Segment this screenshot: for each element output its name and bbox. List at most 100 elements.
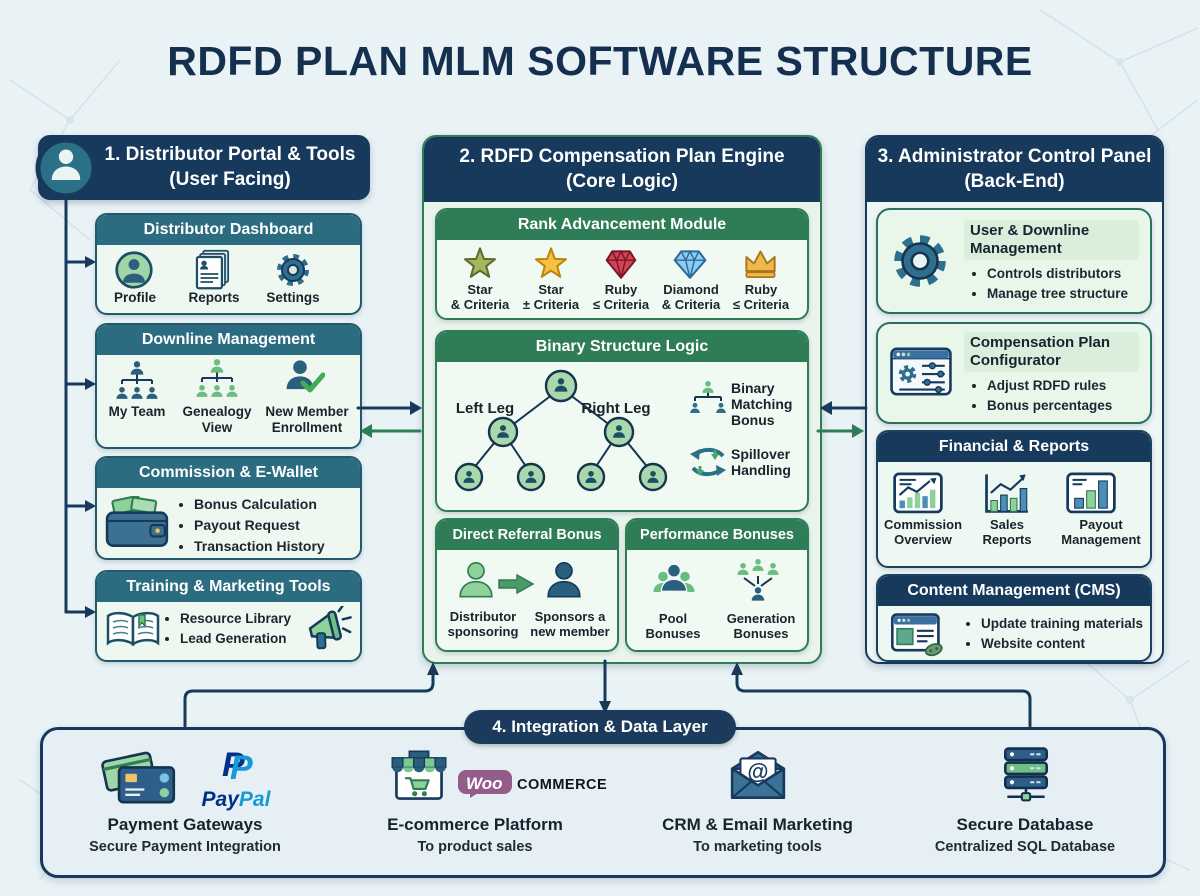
pool-bonuses-label: Pool Bonuses	[645, 611, 701, 641]
configurator-window-icon	[890, 346, 952, 398]
spillover-handling-icon	[689, 446, 727, 478]
sponsor-person-icon	[453, 558, 497, 604]
email-envelope-icon: @	[728, 746, 788, 806]
user-mgmt-bullet-list: Controls distributors Manage tree struct…	[970, 264, 1128, 303]
panel3-header-line1: 3. Administrator Control Panel	[877, 145, 1152, 167]
generation-bonuses-icon	[733, 556, 783, 604]
panel1-header-line1: 1. Distributor Portal & Tools	[104, 143, 356, 165]
cms-box: Content Management (CMS) Update training…	[876, 574, 1152, 662]
binary-structure-box: Binary Structure Logic	[435, 330, 809, 512]
genealogy-tree-icon	[195, 358, 239, 400]
spillover-handling-label: Spillover Handling	[731, 446, 791, 479]
configurator-bullet: Bonus percentages	[987, 396, 1112, 416]
left-leg-label: Left Leg	[455, 400, 515, 417]
settings-label: Settings	[266, 290, 320, 305]
woo-wordmark: Woo	[466, 774, 503, 793]
user-mgmt-bullet: Manage tree structure	[987, 284, 1128, 304]
user-downline-mgmt-box: User & Downline Management Controls dist…	[876, 208, 1152, 314]
cms-bullet-list: Update training materials Website conten…	[964, 614, 1143, 653]
direct-referral-title: Direct Referral Bonus	[437, 520, 617, 550]
commission-bullet: Bonus Calculation	[194, 494, 325, 515]
ecommerce-title: E-commerce Platform	[387, 815, 563, 834]
distributor-person-badge-icon	[35, 137, 97, 199]
plan-configurator-title: Compensation Plan Configurator	[964, 332, 1139, 372]
rank5-line1: Ruby	[744, 282, 778, 297]
binary-matching-bonus-label: Binary Matching Bonus	[731, 380, 793, 429]
payment-gateways-subtitle: Secure Payment Integration	[89, 839, 281, 855]
star-green-icon	[462, 246, 498, 280]
new-member-person-icon	[541, 558, 585, 604]
direct-referral-box: Direct Referral Bonus Distributor sponso…	[435, 518, 619, 652]
ruby-gem-icon	[603, 247, 639, 280]
plan-configurator-title-wrap: Compensation Plan Configurator	[964, 332, 1139, 372]
panel2-header-line2: (Core Logic)	[566, 170, 678, 192]
svg-text:P: P	[230, 749, 253, 786]
svg-text:P: P	[222, 746, 245, 784]
rank2-line2: ± Criteria	[522, 296, 580, 312]
rank-label-3: Ruby ≤ Criteria	[586, 282, 656, 313]
crm-subtitle: To marketing tools	[693, 839, 822, 855]
user-downline-mgmt-title-wrap: User & Downline Management	[964, 220, 1139, 260]
panel3-header-line2: (Back-End)	[964, 170, 1065, 192]
new-member-enrollment-label: New Member Enrollment	[265, 404, 349, 435]
sponsors-new-member-label: Sponsors a new member	[530, 609, 610, 639]
rank-label-2: Star ± Criteria	[516, 282, 586, 313]
rank5-line2: ≤ Criteria	[732, 296, 790, 312]
cms-title: Content Management (CMS)	[878, 576, 1150, 606]
rank1-line1: Star	[467, 282, 493, 297]
reports-label: Reports	[188, 290, 240, 305]
my-team-label: My Team	[108, 404, 166, 419]
at-symbol-glyph: @	[747, 759, 768, 784]
rank-advancement-title: Rank Advancement Module	[437, 210, 807, 240]
crm-title: CRM & Email Marketing	[662, 815, 853, 834]
cms-bullet: Website content	[981, 634, 1143, 654]
sales-chart-icon	[980, 472, 1030, 516]
training-bullet-list: Resource Library Lead Generation	[163, 609, 291, 648]
commission-chart-icon	[893, 472, 943, 516]
database-server-icon	[997, 746, 1055, 804]
binary-tree-diagram	[441, 364, 691, 506]
rank2-line1: Star	[538, 282, 564, 297]
referral-arrow-icon	[497, 574, 535, 594]
binary-matching-bonus-icon	[689, 380, 727, 418]
plan-configurator-box: Compensation Plan Configurator Adjust RD…	[876, 322, 1152, 424]
panel1-header-line2: (User Facing)	[169, 168, 291, 190]
binary-structure-title: Binary Structure Logic	[437, 332, 807, 362]
storefront-icon	[390, 748, 448, 804]
payout-chart-icon	[1066, 472, 1116, 516]
panel3-header: 3. Administrator Control Panel (Back-End…	[867, 137, 1162, 202]
megaphone-icon	[303, 606, 355, 654]
cms-window-icon	[890, 613, 946, 657]
paypal-wordmark-pal: Pal	[238, 788, 271, 811]
rank1-line2: & Criteria	[450, 296, 510, 312]
paypal-wordmark-pay: Pay	[201, 788, 239, 811]
downline-management-title: Downline Management	[97, 325, 360, 355]
profile-icon	[113, 250, 155, 290]
user-mgmt-bullet: Controls distributors	[987, 264, 1128, 284]
person-check-icon	[281, 356, 325, 400]
commission-bullet: Payout Request	[194, 515, 325, 536]
team-tree-icon	[115, 360, 159, 402]
settings-gear-icon	[273, 250, 313, 290]
commission-ewallet-title: Commission & E-Wallet	[97, 458, 360, 488]
admin-gear-icon	[886, 227, 954, 295]
distributor-sponsoring-label: Distributor sponsoring	[447, 609, 519, 639]
commission-overview-label: Commission Overview	[884, 517, 963, 547]
commission-bullet: Transaction History	[194, 536, 325, 557]
distributor-dashboard-title: Distributor Dashboard	[97, 215, 360, 245]
financial-reports-box: Financial & Reports Commission Overview …	[876, 430, 1152, 568]
right-leg-label: Right Leg	[581, 400, 651, 417]
configurator-bullet-list: Adjust RDFD rules Bonus percentages	[970, 376, 1112, 415]
integration-layer-pill: 4. Integration & Data Layer	[464, 710, 736, 744]
training-bullet: Lead Generation	[180, 629, 291, 649]
ecommerce-subtitle: To product sales	[417, 839, 533, 855]
credit-cards-icon	[98, 748, 178, 810]
reports-icon	[193, 249, 233, 290]
pool-bonuses-icon	[649, 560, 699, 604]
star-gold-icon	[533, 246, 569, 280]
crown-icon	[742, 247, 779, 280]
profile-label: Profile	[113, 290, 156, 305]
downline-management-box: Downline Management	[95, 323, 362, 449]
payment-gateways-title: Payment Gateways	[107, 815, 263, 834]
